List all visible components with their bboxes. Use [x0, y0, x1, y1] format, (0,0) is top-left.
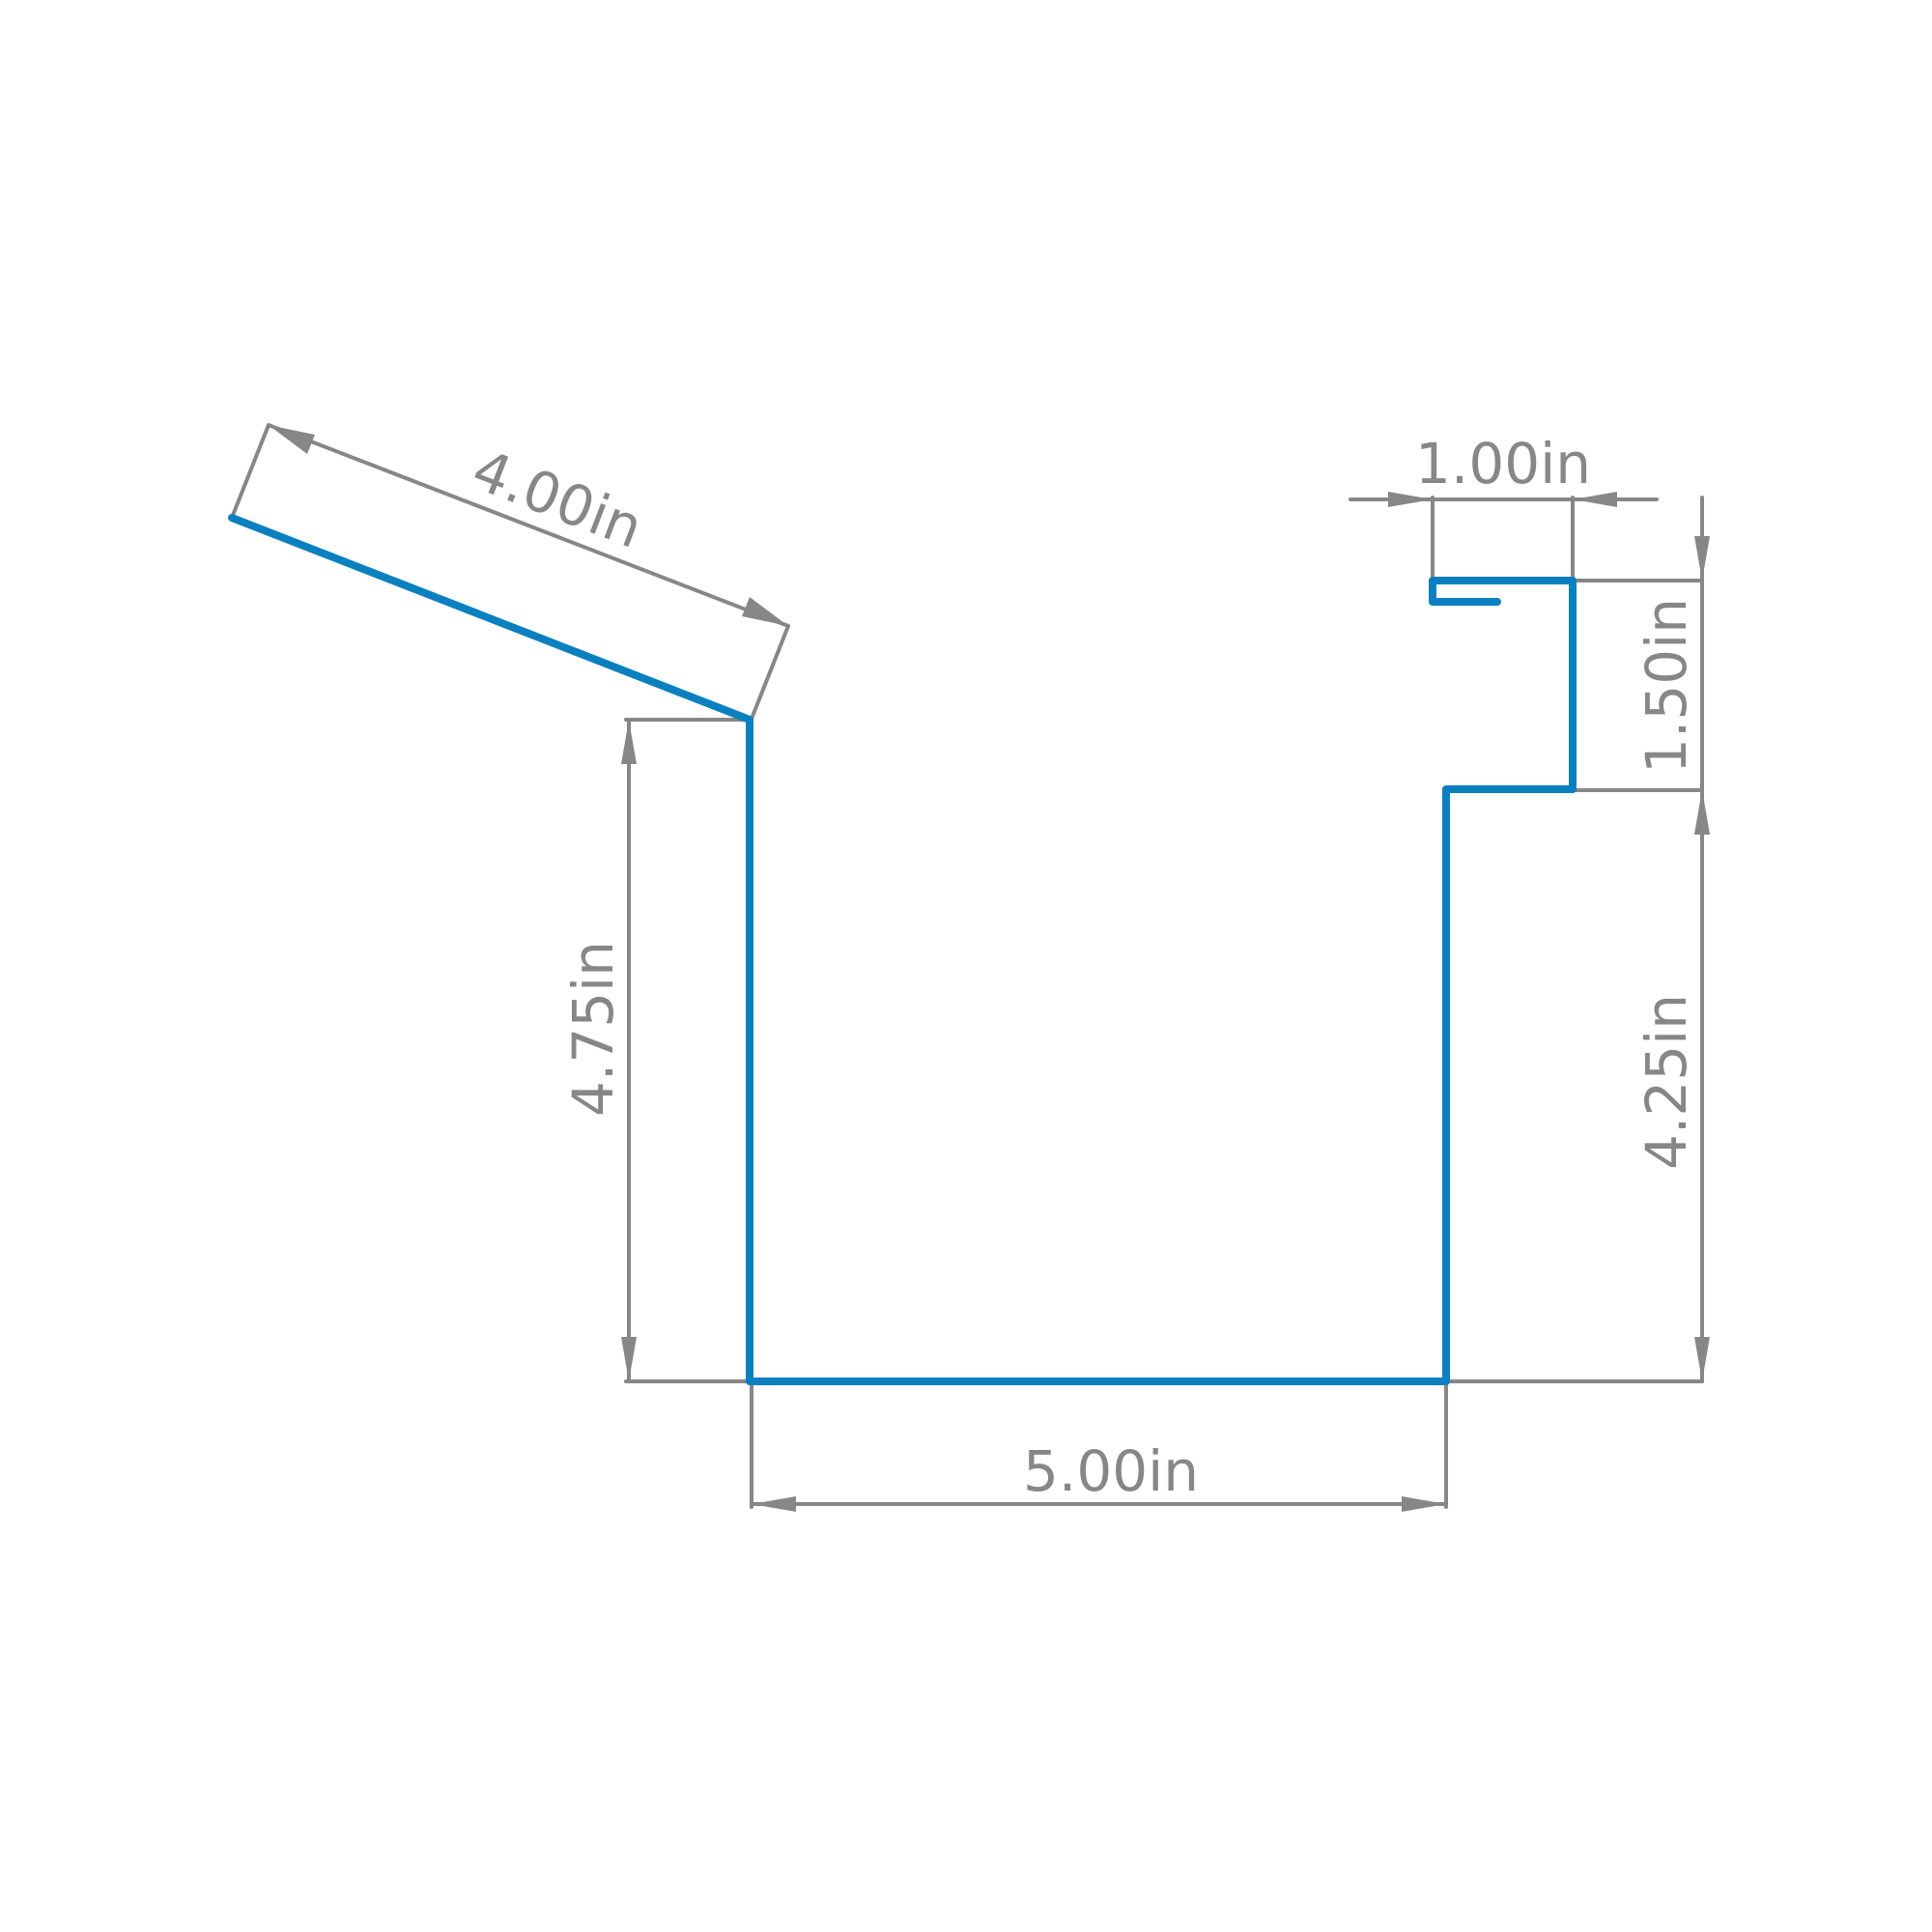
dim-right-lower-height: 4.25in — [1447, 788, 1710, 1383]
extension-line — [750, 624, 790, 721]
dim-label-right-lower-height: 4.25in — [1634, 994, 1699, 1170]
dim-label-left-height: 4.75in — [560, 941, 626, 1117]
arrowhead — [269, 425, 315, 454]
arrowhead — [742, 597, 788, 626]
arrowhead — [1402, 1496, 1446, 1512]
arrowhead — [1573, 492, 1617, 507]
arrowhead — [621, 720, 637, 764]
dim-top-right-hem: 1.00in — [1349, 431, 1659, 580]
arrowhead — [1694, 536, 1710, 581]
arrowhead — [1694, 790, 1710, 835]
extension-line — [230, 423, 270, 520]
dim-right-upper-height: 1.50in — [1571, 496, 1710, 835]
dimension-line — [267, 423, 790, 628]
dim-left-height: 4.75in — [560, 718, 751, 1383]
dim-label-right-upper-height: 1.50in — [1634, 598, 1699, 774]
dim-label-bottom-width: 5.00in — [1023, 1438, 1199, 1504]
arrowhead — [1694, 1337, 1710, 1381]
dim-label-top-left-flange: 4.00in — [464, 437, 651, 561]
dim-bottom-width: 5.00in — [750, 1379, 1448, 1512]
arrowhead — [1388, 492, 1433, 507]
arrowhead — [752, 1496, 796, 1512]
dim-top-left-flange: 4.00in — [230, 423, 790, 721]
arrowhead — [621, 1337, 637, 1381]
dim-label-top-right-hem: 1.00in — [1415, 431, 1591, 497]
gutter-profile-outline — [228, 514, 1577, 1385]
